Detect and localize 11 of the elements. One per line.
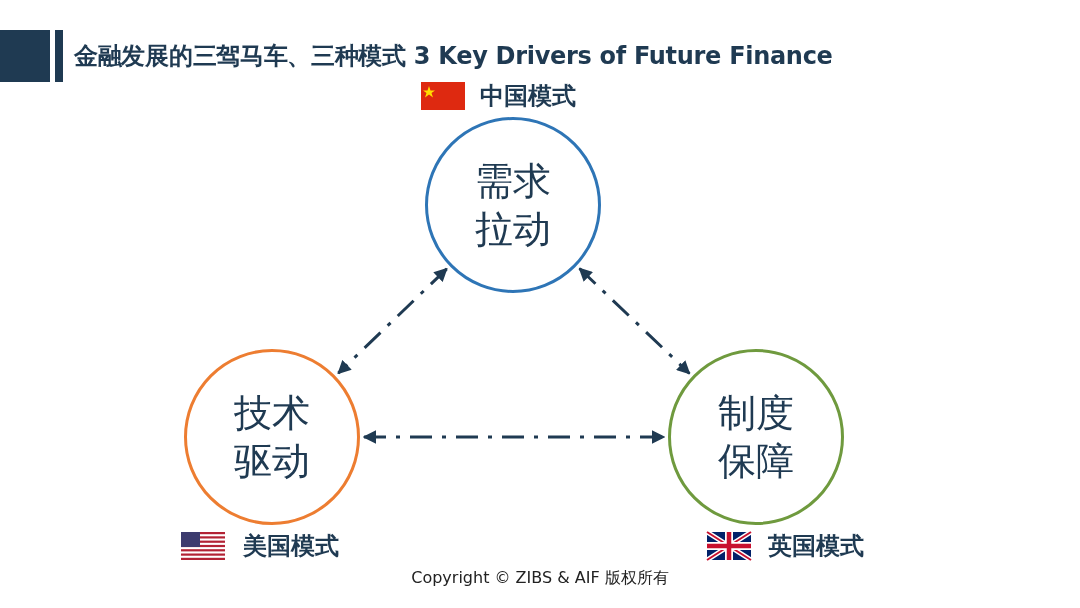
model-label: 英国模式 [768, 531, 864, 562]
model-label: 美国模式 [243, 531, 339, 562]
node-text: 技术驱动 [233, 390, 311, 485]
arrow [337, 267, 448, 375]
node-text: 需求拉动 [474, 158, 552, 253]
arrow [578, 267, 691, 375]
node-text: 制度保障 [717, 390, 795, 485]
model-label: 中国模式 [480, 81, 576, 112]
copyright-note: Copyright © ZIBS & AIF 版权所有 [410, 568, 670, 589]
arrow [362, 430, 666, 444]
title: 金融发展的三驾马车、三种模式 3 Key Drivers of Future Finance [74, 41, 833, 72]
